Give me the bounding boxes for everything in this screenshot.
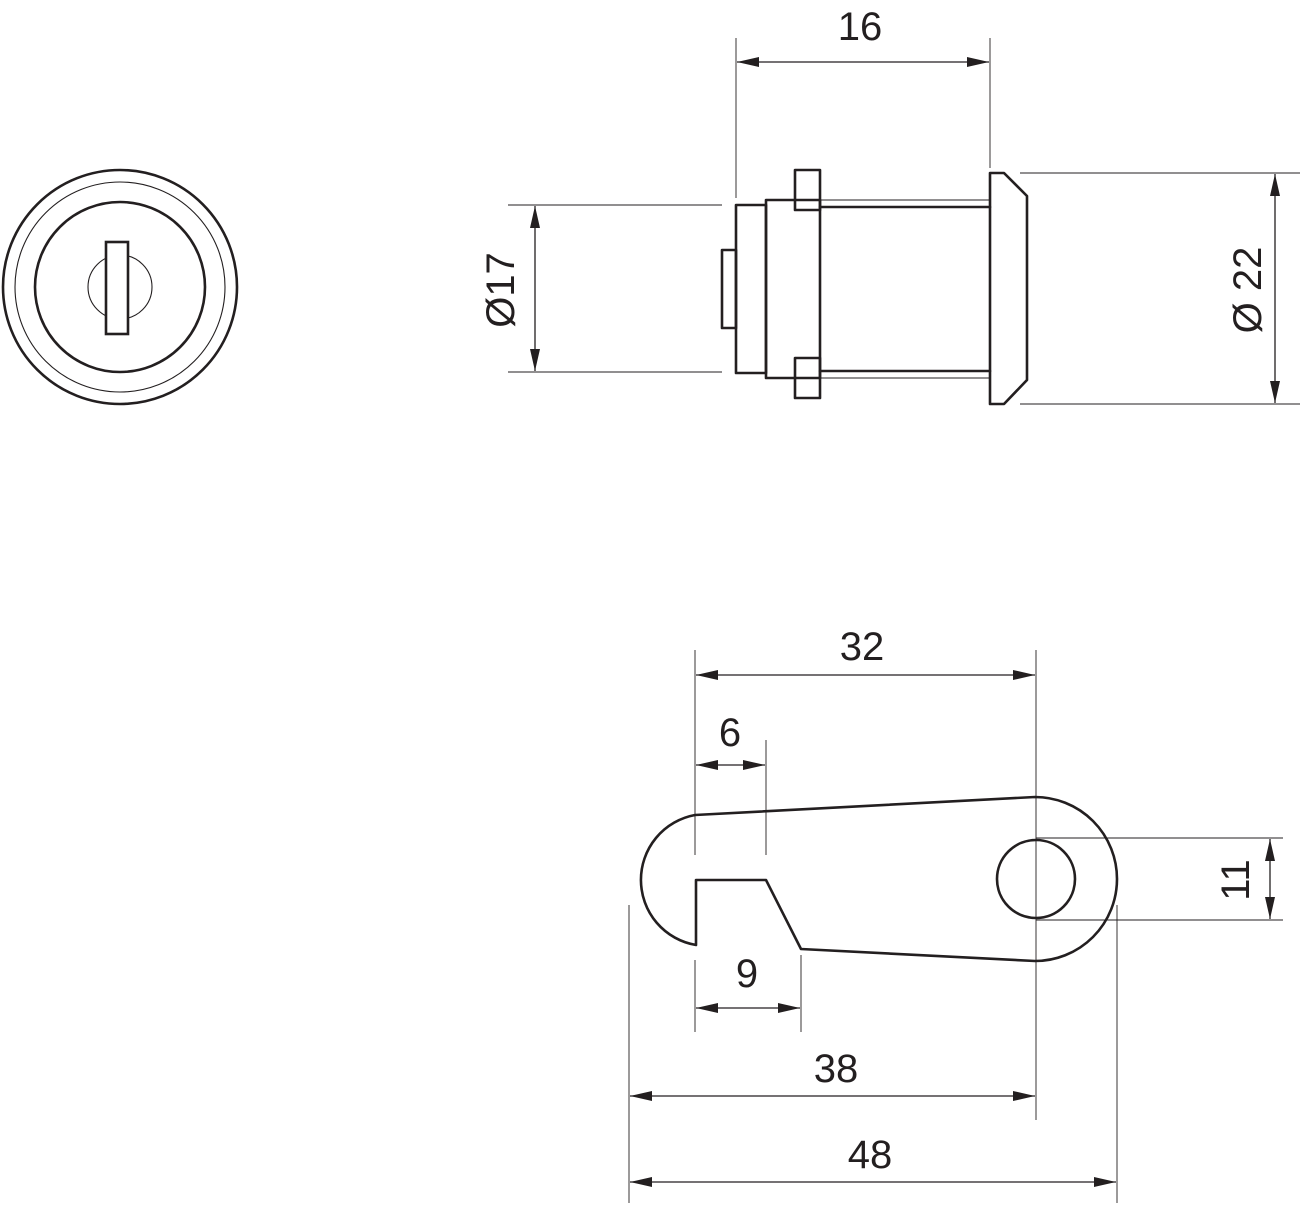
face-outer-ring — [1, 168, 239, 406]
side-view: 16 Ø17 Ø 22 — [479, 5, 1300, 406]
dim-label-d17: Ø17 — [479, 252, 523, 328]
key-cylinder — [33, 200, 207, 374]
rear-block — [734, 203, 768, 375]
face-inner-ring — [14, 181, 226, 393]
dim-label-11: 11 — [1214, 859, 1258, 901]
cam-view: 32 6 11 9 38 48 — [628, 625, 1283, 1203]
cam-outline — [639, 795, 1119, 963]
dim-label-38: 38 — [814, 1047, 859, 1091]
dim-label-d22: Ø 22 — [1226, 247, 1270, 334]
dim-label-32: 32 — [840, 625, 885, 669]
dim-label-48: 48 — [848, 1133, 893, 1177]
nut-tab-top — [793, 168, 822, 212]
dim-label-16: 16 — [838, 5, 883, 49]
front-view — [1, 168, 239, 406]
dim-label-9: 9 — [736, 952, 758, 996]
tail-stub — [720, 248, 738, 330]
flange — [988, 171, 1029, 406]
key-slot — [104, 240, 130, 336]
dim-label-6: 6 — [719, 711, 741, 755]
nut-body — [764, 198, 822, 380]
